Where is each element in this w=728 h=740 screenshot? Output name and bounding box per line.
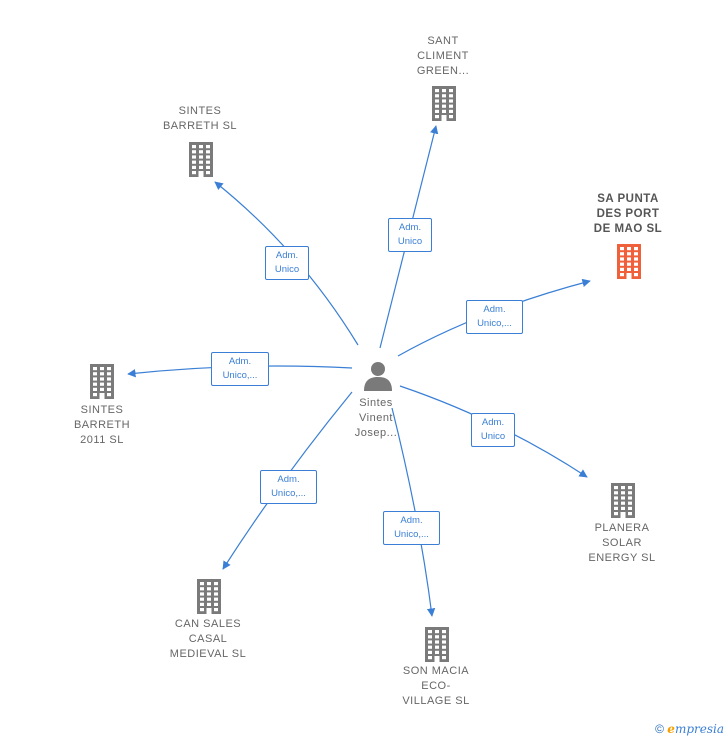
building-icon-sintes-barreth-2011[interactable] <box>86 363 118 399</box>
company-label-planera-solar[interactable]: PLANERA SOLAR ENERGY SL <box>588 522 656 564</box>
person-icon[interactable] <box>363 360 393 392</box>
footer-brand[interactable]: © empresia <box>655 722 724 736</box>
building-icon-sintes-barreth[interactable] <box>185 141 217 177</box>
role-line1: Adm. <box>275 250 299 261</box>
company-label-can-sales[interactable]: CAN SALES CASAL MEDIEVAL SL <box>169 618 247 660</box>
building-icon-sa-punta[interactable] <box>613 243 645 279</box>
building-icon-can-sales[interactable] <box>193 578 225 614</box>
company-label-son-macia[interactable]: SON MACIA ECO- VILLAGE SL <box>402 665 470 707</box>
building-icon-planera-solar[interactable] <box>607 482 639 518</box>
role-line1: Adm. <box>228 356 252 367</box>
edges <box>127 125 591 617</box>
role-line1: Adm. <box>483 304 506 315</box>
role-badge-sant-climent[interactable]: Adm. Unico <box>388 218 432 252</box>
role-badge-sa-punta[interactable]: Adm. Unico,... <box>466 300 523 334</box>
role-badge-sintes-barreth[interactable]: Adm. Unico <box>265 246 309 280</box>
building-icon-son-macia[interactable] <box>421 626 453 662</box>
company-label-sintes-barreth-2011[interactable]: SINTES BARRETH 2011 SL <box>73 404 131 446</box>
role-line2: Unico,... <box>477 318 512 329</box>
role-line1: Adm. <box>277 474 300 485</box>
role-line1: Adm. <box>481 417 505 428</box>
building-icon-sant-climent[interactable] <box>428 85 460 121</box>
copyright-icon: © <box>655 722 664 736</box>
role-line2: Unico,... <box>222 370 258 381</box>
role-line2: Unico <box>274 264 300 275</box>
brand-logo: empresia <box>667 722 724 736</box>
role-line2: Unico <box>480 431 506 442</box>
person-name[interactable]: Sintes Vinent Josep... <box>354 397 398 439</box>
role-badge-can-sales[interactable]: Adm. Unico,... <box>260 470 317 504</box>
company-label-sant-climent[interactable]: SANT CLIMENT GREEN... <box>416 35 470 77</box>
role-badge-son-macia[interactable]: Adm. Unico,... <box>383 511 440 545</box>
role-line1: Adm. <box>400 515 423 526</box>
role-line2: Unico,... <box>271 488 306 499</box>
company-label-sa-punta[interactable]: SA PUNTA DES PORT DE MAO SL <box>593 193 663 235</box>
company-label-sintes-barreth[interactable]: SINTES BARRETH SL <box>162 105 238 132</box>
role-line2: Unico,... <box>394 529 429 540</box>
role-badge-planera-solar[interactable]: Adm. Unico <box>471 413 515 447</box>
role-badge-sintes-barreth-2011[interactable]: Adm. Unico,... <box>211 352 269 386</box>
role-line2: Unico <box>397 236 423 247</box>
role-line1: Adm. <box>398 222 422 233</box>
